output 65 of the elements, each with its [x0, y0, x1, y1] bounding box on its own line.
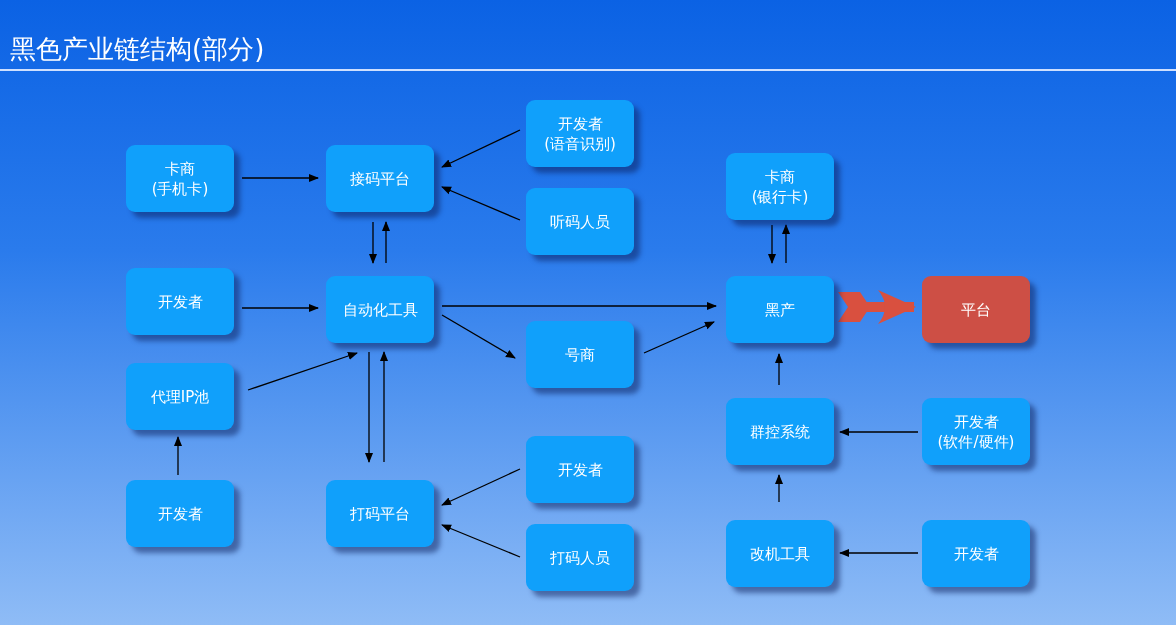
arrow: [441, 186, 521, 221]
process-box: [126, 363, 234, 430]
arrow: [241, 174, 319, 182]
arrow: [380, 351, 388, 463]
arrow: [382, 221, 390, 264]
arrow: [441, 314, 516, 359]
big-arrow: [838, 290, 916, 324]
box-label: 开发者: [953, 411, 999, 432]
process-box: [126, 480, 234, 547]
process-box: [526, 321, 634, 388]
arrow: [775, 474, 783, 503]
process-box: [326, 145, 434, 212]
box-label: (语音识别): [544, 133, 616, 154]
arrow: [241, 304, 319, 312]
process-box: [326, 276, 434, 343]
arrow: [247, 352, 358, 391]
process-box: [126, 268, 234, 335]
box-label: 自动化工具: [342, 299, 418, 320]
arrow: [839, 428, 919, 436]
box-label: 代理IP池: [150, 386, 210, 407]
process-box: [922, 398, 1030, 465]
arrow: [768, 224, 776, 264]
arrow: [365, 351, 373, 463]
process-box: [726, 398, 834, 465]
box-label: 听码人员: [550, 211, 610, 232]
box-label: 开发者: [157, 291, 203, 312]
process-box: [526, 188, 634, 255]
box-label: 开发者: [157, 503, 203, 524]
arrow: [369, 221, 377, 264]
arrow: [174, 436, 182, 476]
process-box: [922, 520, 1030, 587]
arrow: [441, 129, 521, 168]
process-box: [526, 436, 634, 503]
box-label: 黑产: [765, 299, 795, 320]
arrow: [775, 353, 783, 386]
process-box: [126, 145, 234, 212]
process-box: [326, 480, 434, 547]
box-label: 群控系统: [750, 421, 810, 442]
box-label: 开发者: [557, 459, 603, 480]
box-label: (软件/硬件): [937, 431, 1015, 452]
arrow: [839, 549, 919, 557]
box-label: 接码平台: [350, 168, 410, 189]
process-box: [726, 520, 834, 587]
box-label: 改机工具: [750, 543, 810, 564]
process-box: [922, 276, 1030, 343]
box-label: 开发者: [953, 543, 999, 564]
box-label: (手机卡): [151, 178, 209, 199]
arrow: [441, 524, 521, 558]
box-label: 开发者: [557, 113, 603, 134]
box-label: 打码平台: [350, 503, 410, 524]
process-box: [526, 100, 634, 167]
box-label: 号商: [565, 344, 595, 365]
arrow: [441, 302, 717, 310]
box-label: 平台: [961, 299, 991, 320]
arrow: [782, 224, 790, 264]
process-box: [726, 276, 834, 343]
box-label: 卡商: [165, 158, 195, 179]
box-label: (银行卡): [751, 186, 809, 207]
arrow: [643, 321, 715, 354]
process-box: [526, 524, 634, 591]
arrow: [441, 468, 521, 506]
slide-title: 黑色产业链结构(部分): [10, 33, 265, 66]
box-label: 打码人员: [550, 547, 610, 568]
box-label: 卡商: [765, 166, 795, 187]
process-box: [726, 153, 834, 220]
